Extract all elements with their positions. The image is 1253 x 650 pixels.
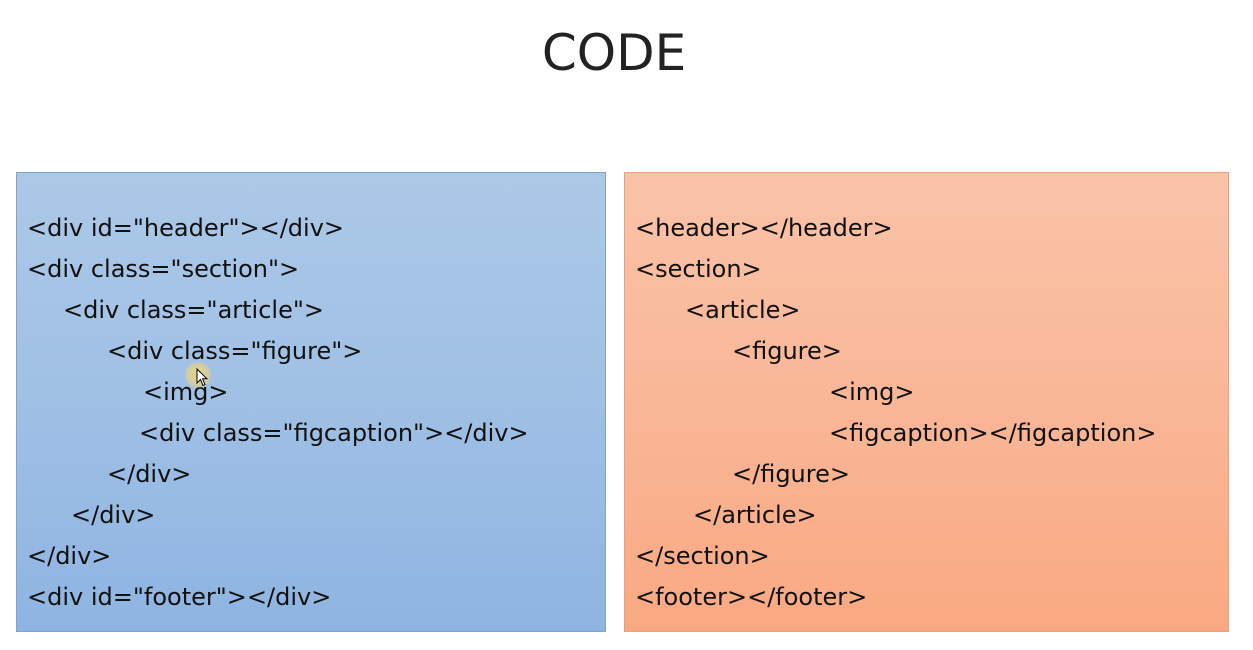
code-line: <img> xyxy=(143,378,229,406)
code-line: </div> xyxy=(71,501,156,529)
code-line: </article> xyxy=(693,501,817,529)
code-line: <article> xyxy=(685,296,801,324)
code-line: <footer></footer> xyxy=(635,583,868,611)
code-line: <section> xyxy=(635,255,762,283)
code-line: <figcaption></figcaption> xyxy=(829,419,1157,447)
code-line: </div> xyxy=(107,460,192,488)
code-line: <div class="figcaption"></div> xyxy=(139,419,529,447)
slide-title: CODE xyxy=(541,24,687,82)
code-line: <figure> xyxy=(732,337,842,365)
mouse-pointer-icon xyxy=(185,362,211,388)
code-line: <div class="figure"> xyxy=(107,337,363,365)
div-code-panel: <div id="header"></div> <div class="sect… xyxy=(16,172,606,632)
code-line: </figure> xyxy=(732,460,850,488)
code-line: </div> xyxy=(27,542,112,570)
code-line: <div class="section"> xyxy=(27,255,300,283)
code-line: <div id="footer"></div> xyxy=(27,583,332,611)
code-line: <div class="article"> xyxy=(63,296,324,324)
semantic-code-panel: <header></header> <section> <article> <f… xyxy=(624,172,1229,632)
code-line: <img> xyxy=(829,378,915,406)
code-line: <header></header> xyxy=(635,214,893,242)
code-line: <div id="header"></div> xyxy=(27,214,345,242)
code-line: </section> xyxy=(635,542,770,570)
